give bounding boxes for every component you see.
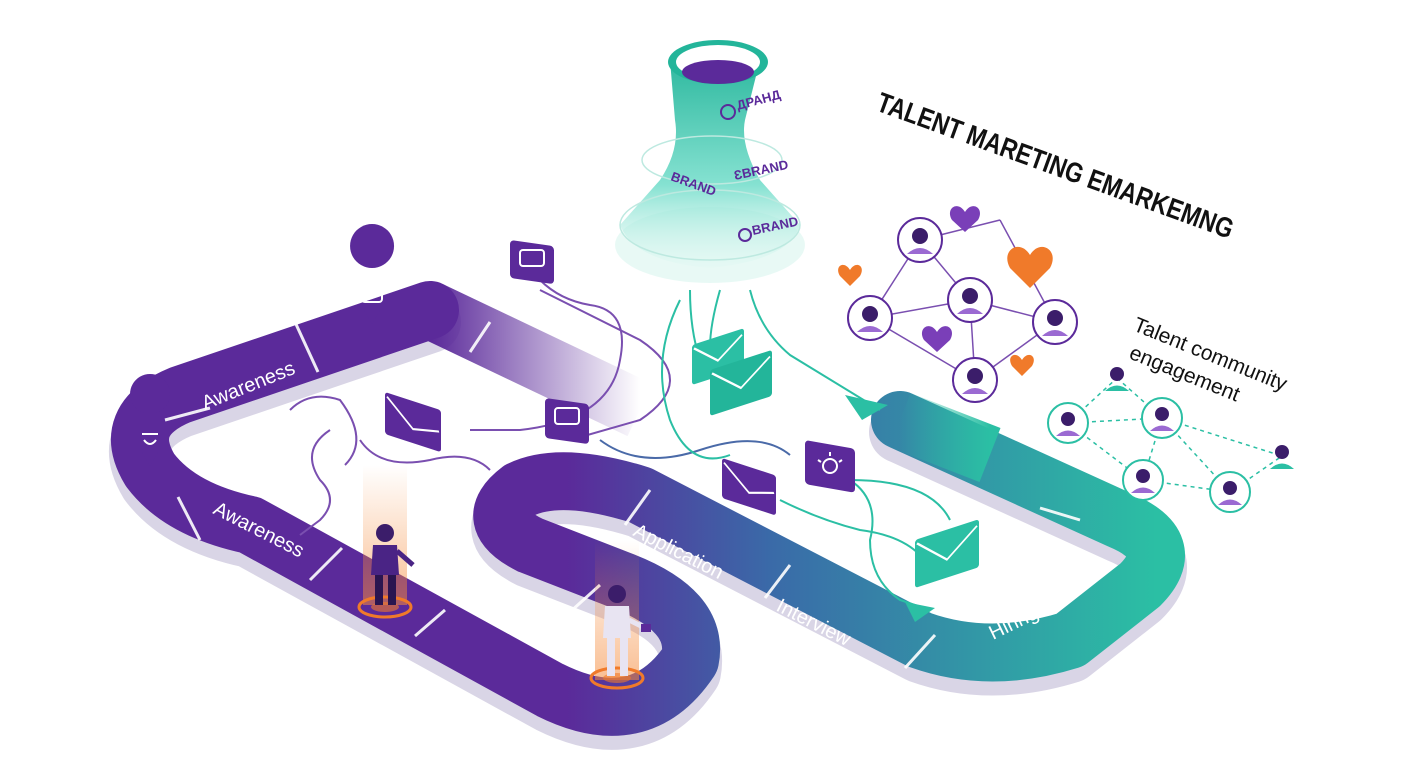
location-pin-icon bbox=[130, 374, 171, 466]
person-avatar-icon bbox=[1032, 299, 1078, 345]
person-avatar-icon bbox=[947, 277, 993, 323]
person-avatar-icon bbox=[1122, 459, 1164, 501]
email-icon bbox=[722, 458, 776, 515]
chat-bubble-icon bbox=[510, 240, 554, 284]
chat-bubble-icon bbox=[545, 398, 589, 444]
heart-icon bbox=[921, 326, 953, 352]
person-avatar-icon bbox=[1209, 471, 1251, 513]
heart-icon bbox=[1010, 354, 1034, 376]
person-avatar-icon bbox=[847, 295, 893, 341]
talent-network bbox=[838, 206, 1078, 403]
person-avatar-icon bbox=[1105, 367, 1129, 391]
brand-logo-icon bbox=[720, 104, 736, 120]
email-icon bbox=[385, 392, 441, 452]
journey-road: Awareness Awareness Application Intervie… bbox=[109, 281, 1187, 750]
person-avatar-icon bbox=[897, 217, 943, 263]
brand-funnel: ДРАНД BRAND ƐBRAND BRAND bbox=[615, 40, 805, 283]
candidate-figure bbox=[357, 465, 415, 619]
brand-logo-icon bbox=[738, 228, 752, 242]
email-icon bbox=[915, 520, 979, 588]
person-avatar-icon bbox=[1141, 397, 1183, 439]
arrowhead-icon bbox=[845, 395, 888, 420]
heart-icon bbox=[949, 206, 981, 232]
community-network bbox=[1047, 367, 1294, 513]
arrowhead-icon bbox=[905, 602, 935, 622]
heart-icon bbox=[838, 264, 862, 286]
email-icon bbox=[710, 350, 772, 416]
person-avatar-icon bbox=[1047, 402, 1089, 444]
heart-icon bbox=[1007, 246, 1053, 288]
person-avatar-icon bbox=[952, 357, 998, 403]
location-pin-icon bbox=[350, 224, 395, 324]
person-avatar-icon bbox=[1270, 445, 1294, 469]
lightbulb-icon bbox=[805, 440, 855, 493]
candidate-figure bbox=[589, 540, 651, 690]
